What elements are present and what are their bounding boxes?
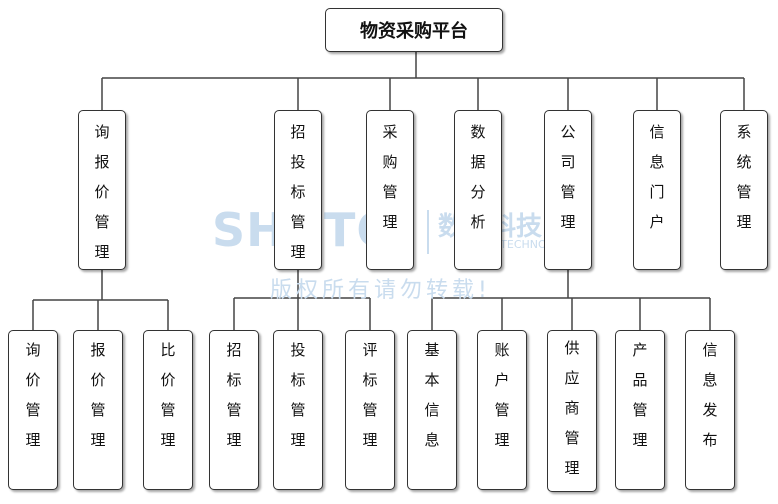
node-label: 产 品 管 理 [632,341,648,449]
node-supplier-mgmt: 供 应 商 管 理 [547,330,597,492]
node-inquiry-mgmt: 询 价 管 理 [8,330,58,490]
node-label: 投 标 管 理 [290,341,306,449]
node-label: 询 报 价 管 理 [94,123,110,261]
node-purchase: 采 购 管 理 [366,110,414,270]
node-label: 公 司 管 理 [560,123,576,231]
node-label: 招 标 管 理 [226,341,242,449]
node-portal: 信 息 门 户 [633,110,681,270]
node-label: 基 本 信 息 [424,341,440,449]
node-label: 账 户 管 理 [494,341,510,449]
node-label: 信 息 门 户 [649,123,665,231]
root-node: 物资采购平台 [325,8,503,52]
node-label: 供 应 商 管 理 [564,339,580,477]
node-label: 信 息 发 布 [702,341,718,449]
node-label: 采 购 管 理 [382,123,398,231]
node-company: 公 司 管 理 [544,110,592,270]
node-account-mgmt: 账 户 管 理 [477,330,527,490]
node-eval-mgmt: 评 标 管 理 [345,330,395,490]
node-label: 招 投 标 管 理 [290,123,306,261]
node-label: 数 据 分 析 [470,123,486,231]
node-label: 评 标 管 理 [362,341,378,449]
node-label: 比 价 管 理 [160,341,176,449]
node-quote-mgmt: 报 价 管 理 [73,330,123,490]
node-tender-mgmt: 招 标 管 理 [209,330,259,490]
node-info-publish: 信 息 发 布 [685,330,735,490]
node-bidding: 招 投 标 管 理 [274,110,322,270]
node-bid-mgmt: 投 标 管 理 [273,330,323,490]
node-product-mgmt: 产 品 管 理 [615,330,665,490]
node-label: 询 价 管 理 [25,341,41,449]
node-data-analysis: 数 据 分 析 [454,110,502,270]
node-compare-mgmt: 比 价 管 理 [143,330,193,490]
node-inquiry: 询 报 价 管 理 [78,110,126,270]
node-system: 系 统 管 理 [720,110,768,270]
node-label: 系 统 管 理 [736,123,752,231]
node-label: 报 价 管 理 [90,341,106,449]
node-basic-info: 基 本 信 息 [407,330,457,490]
root-label: 物资采购平台 [360,21,468,42]
